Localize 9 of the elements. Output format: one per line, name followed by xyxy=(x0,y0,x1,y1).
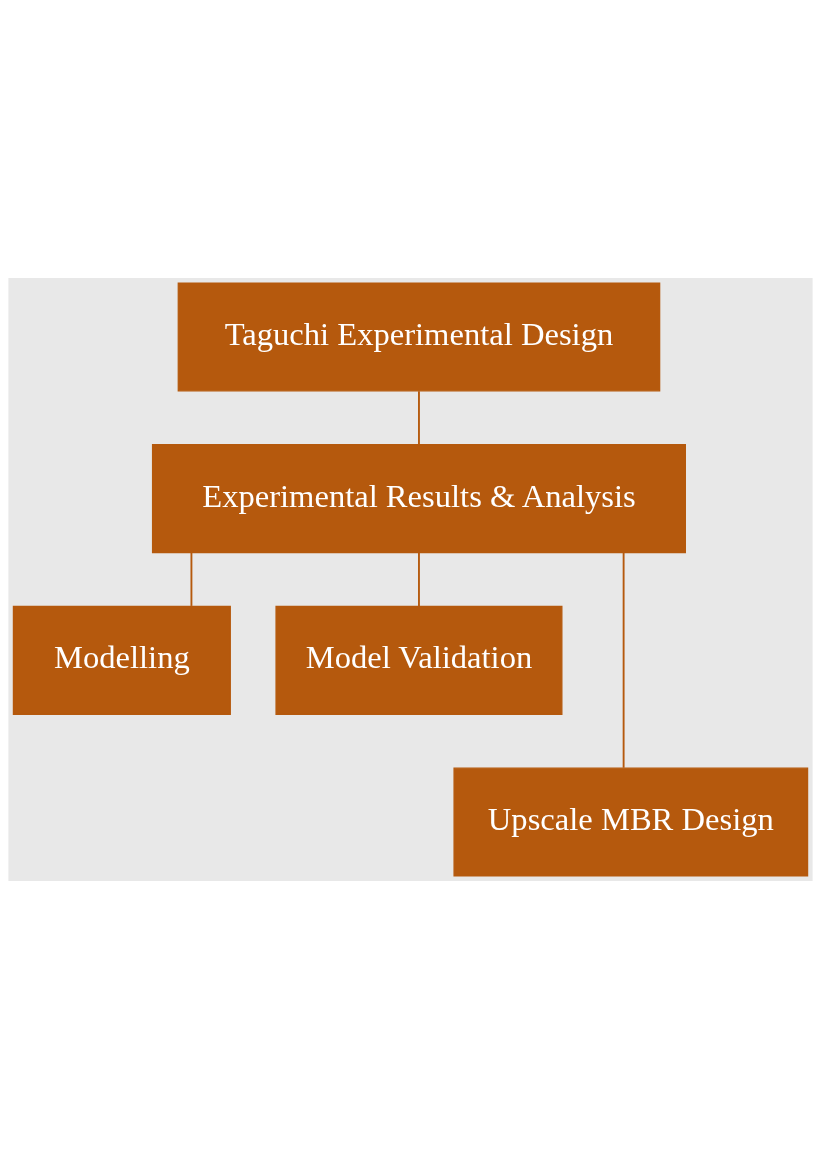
connector xyxy=(190,551,193,607)
node-box: Model Validation xyxy=(275,605,563,715)
node-box: Taguchi Experimental Design xyxy=(177,281,661,391)
node-box: Upscale MBR Design xyxy=(453,767,809,877)
connector xyxy=(622,551,625,769)
connector xyxy=(418,551,420,607)
connector xyxy=(418,389,420,445)
node-box: Modelling xyxy=(12,605,231,715)
node-box: Experimental Results & Analysis xyxy=(151,443,686,553)
